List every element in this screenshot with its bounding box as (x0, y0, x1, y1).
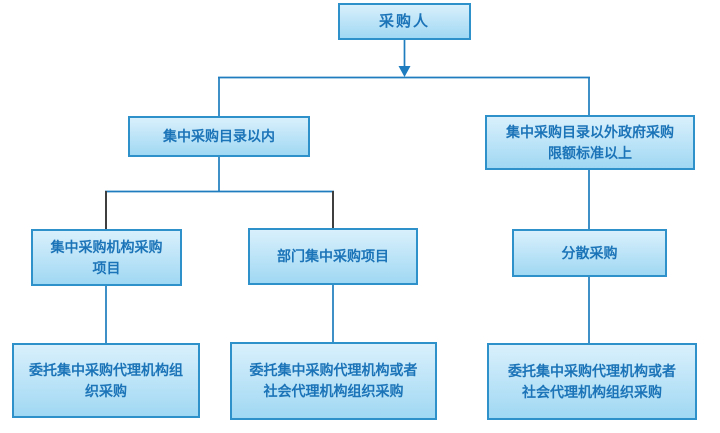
node-outside-catalog-above-quota: 集中采购目录以外政府采购 限额标准以上 (485, 115, 695, 170)
node-department-centralized-procurement-project: 部门集中采购项目 (248, 228, 418, 285)
node-label-line: 项目 (92, 259, 121, 276)
node-centralized-agency-procurement-project: 集中采购机构采购 项目 (31, 229, 182, 286)
node-label-line: 织采购 (85, 382, 127, 399)
node-label-line: 部门集中采购项目 (277, 248, 389, 264)
node-label-line: 分散采购 (561, 244, 618, 261)
node-label-line: 委托集中采购代理机构或者 (508, 362, 676, 379)
node-label-line: 采购人 (378, 13, 430, 30)
node-label-line: 社会代理机构组织采购 (522, 383, 662, 400)
node-entrust-centralized-or-social-agency-right: 委托集中采购代理机构或者 社会代理机构组织采购 (487, 343, 697, 420)
node-entrust-centralized-agency-organize: 委托集中采购代理机构组 织采购 (12, 343, 200, 418)
node-within-centralized-catalog: 集中采购目录以内 (128, 116, 310, 157)
node-entrust-centralized-or-social-agency-left: 委托集中采购代理机构或者 社会代理机构组织采购 (230, 342, 437, 420)
node-label-line: 委托集中采购代理机构组 (29, 361, 183, 378)
node-label-line: 集中采购目录以外政府采购 (506, 123, 674, 140)
node-label-line: 限额标准以上 (548, 144, 632, 161)
node-decentralized-procurement: 分散采购 (512, 229, 667, 277)
node-label-line: 集中采购机构采购 (50, 238, 163, 255)
node-label-line: 委托集中采购代理机构或者 (249, 362, 418, 378)
node-purchaser: 采购人 (338, 3, 471, 40)
node-label-line: 集中采购目录以内 (163, 128, 275, 144)
node-label-line: 社会代理机构组织采购 (263, 383, 404, 399)
arrow-down-icon (398, 66, 411, 77)
